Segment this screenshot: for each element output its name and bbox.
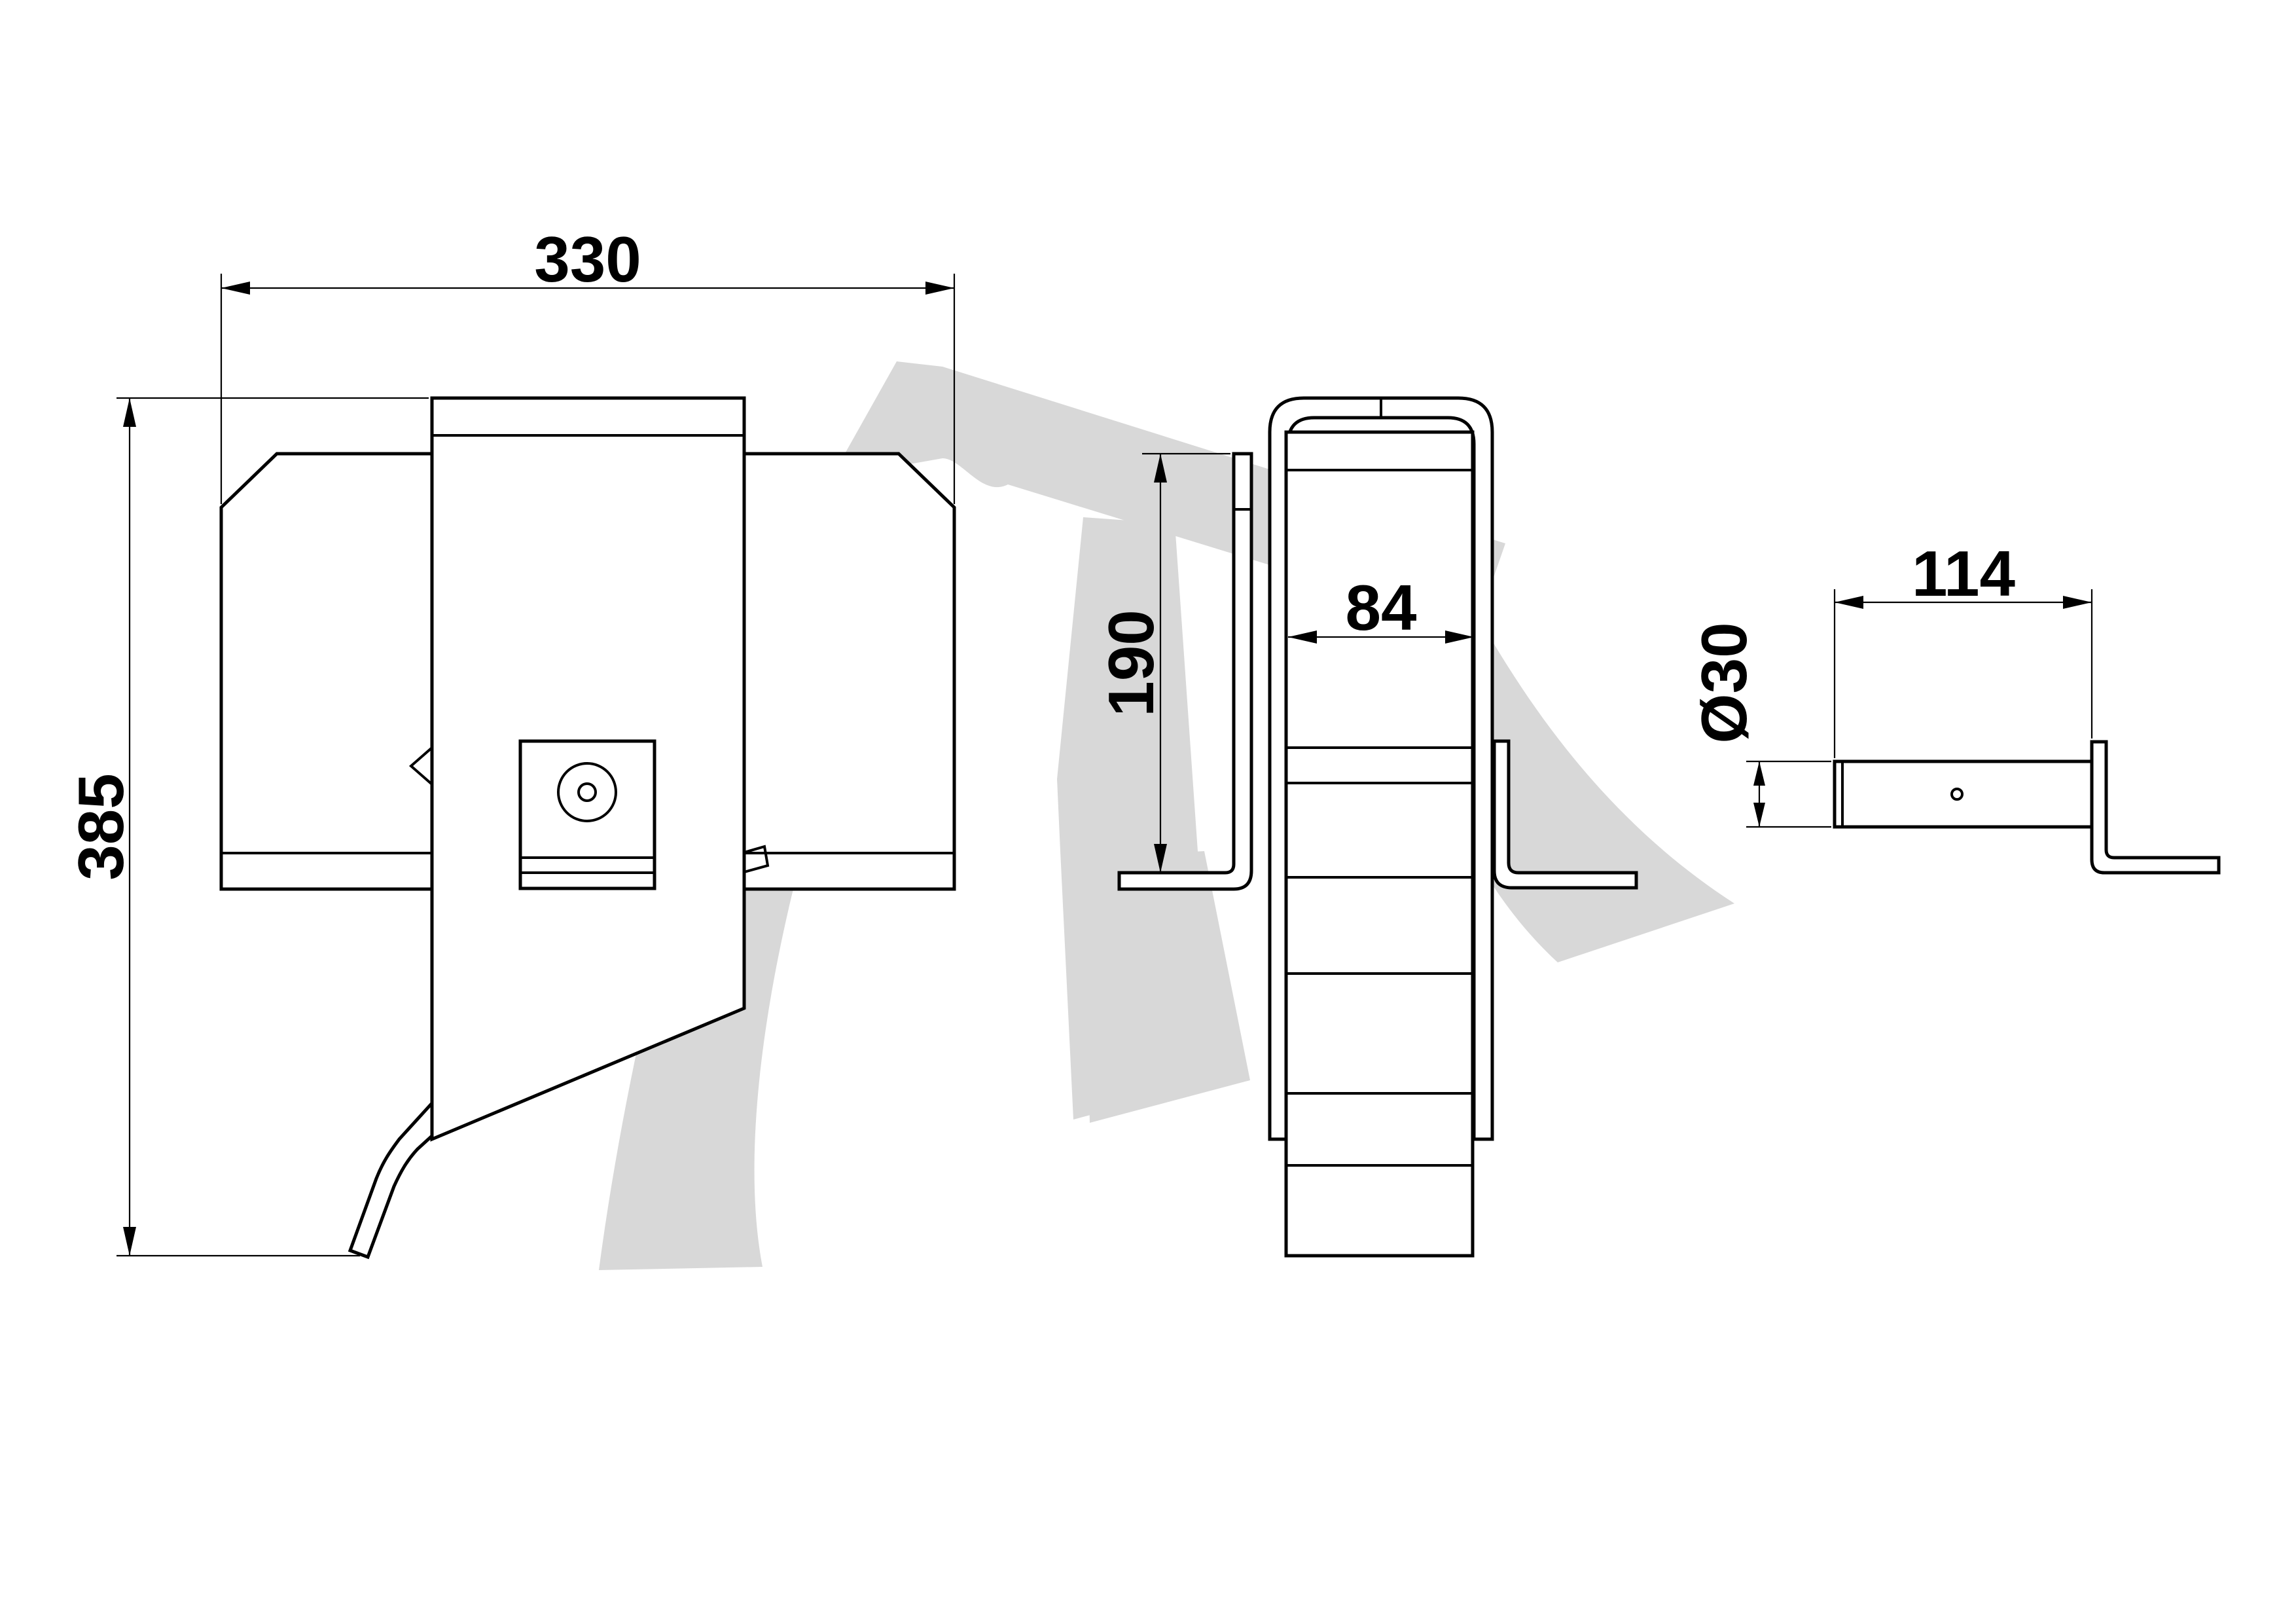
- front-handle: [348, 1099, 434, 1260]
- side-view: [1117, 396, 1638, 1258]
- front-bolt-bracket: [518, 739, 656, 890]
- side-left-l-plate: [1117, 452, 1253, 891]
- side-right-l-plate: [1492, 739, 1638, 890]
- front-height-label: 385: [65, 773, 137, 881]
- front-width-dimension: 330: [220, 223, 956, 504]
- pin-length-arrow-right: [2063, 596, 2092, 609]
- side-width-arrow-left: [1288, 630, 1317, 644]
- front-tab-right: [744, 845, 770, 873]
- side-height-arrow-bottom: [1154, 844, 1167, 873]
- front-width-arrow-right: [925, 282, 954, 295]
- pin-diameter-dimension: Ø30: [1688, 622, 1831, 828]
- side-width-dimension: 84: [1288, 572, 1474, 644]
- front-bolt-outer: [557, 762, 617, 822]
- side-width-arrow-right: [1445, 630, 1474, 644]
- side-outer-frame: [1268, 396, 1494, 1141]
- pin-l-handle: [2090, 740, 2221, 875]
- front-bolt-inner: [577, 782, 597, 802]
- side-inner-body: [1284, 430, 1475, 1258]
- side-height-label: 190: [1095, 610, 1167, 717]
- watermark-foot: [1083, 851, 1250, 1123]
- watermark-vertical: [1057, 517, 1198, 851]
- front-view: [219, 396, 956, 1260]
- pin-length-dimension: 114: [1833, 538, 2093, 758]
- front-height-arrow-top: [123, 398, 136, 427]
- pin-diameter-label: Ø30: [1688, 622, 1760, 743]
- front-width-arrow-left: [221, 282, 250, 295]
- side-height-dimension: 190: [1095, 452, 1230, 873]
- front-height-arrow-bottom: [123, 1227, 136, 1256]
- pin-diameter-arrow-bottom: [1753, 803, 1765, 827]
- pin-length-label: 114: [1912, 538, 2015, 610]
- front-tab-left: [408, 746, 433, 786]
- pin-view: [1833, 740, 2221, 875]
- side-height-arrow-top: [1154, 454, 1167, 483]
- pin-diameter-arrow-top: [1753, 761, 1765, 786]
- pin-length-arrow-left: [1835, 596, 1863, 609]
- front-height-dimension: 385: [65, 397, 429, 1257]
- side-width-label: 84: [1345, 572, 1416, 644]
- front-width-label: 330: [534, 223, 641, 295]
- pin-cross-hole: [1950, 788, 1964, 801]
